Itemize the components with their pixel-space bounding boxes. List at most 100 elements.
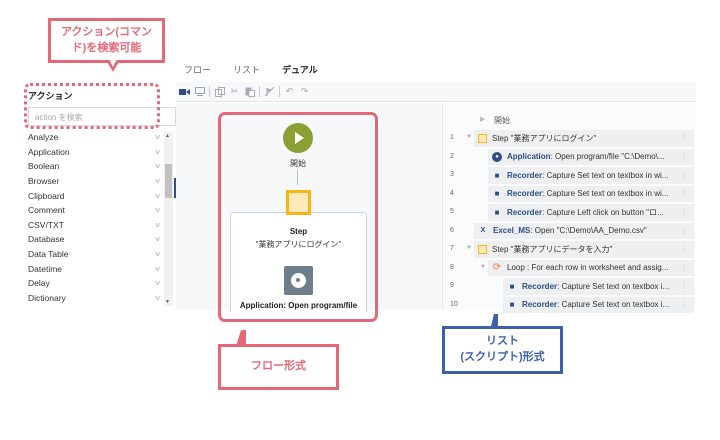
disable-icon[interactable] bbox=[264, 86, 275, 97]
more-options-icon[interactable]: ⋮ bbox=[680, 133, 688, 142]
line-number: 7 bbox=[450, 245, 454, 252]
category-dictionary[interactable]: Dictionary∨ bbox=[20, 291, 166, 306]
record-icon[interactable] bbox=[179, 86, 190, 97]
callout-flow-label: フロー形式 bbox=[251, 360, 306, 373]
more-options-icon[interactable]: ⋮ bbox=[680, 170, 688, 179]
list-row[interactable]: 2 ●Application: Open program/file "C:\De… bbox=[442, 148, 696, 167]
recorder-camera-icon: ■ bbox=[494, 207, 500, 217]
list-row[interactable]: 3 ■Recorder: Capture Set text on textbox… bbox=[442, 166, 696, 185]
excel-icon: X bbox=[480, 227, 486, 235]
actions-panel-title: アクション bbox=[28, 91, 73, 101]
scroll-down-arrow-icon[interactable]: ▼ bbox=[165, 299, 170, 305]
list-row[interactable]: 10 ■Recorder: Capture Set text on textbo… bbox=[442, 296, 696, 315]
category-label: Data Table bbox=[28, 249, 69, 260]
row-action-name: Recorder bbox=[522, 281, 558, 291]
category-comment[interactable]: Comment ∨ bbox=[20, 203, 166, 218]
category-label: Analyze bbox=[28, 132, 59, 143]
more-options-icon[interactable]: ⋮ bbox=[680, 188, 688, 198]
row-action-name: Application bbox=[507, 152, 551, 162]
screen-icon[interactable] bbox=[194, 86, 205, 97]
collapse-caret-icon[interactable]: ▼ bbox=[480, 263, 486, 270]
row-action-name: Recorder bbox=[507, 189, 543, 199]
tab-dual[interactable]: デュアル bbox=[270, 59, 334, 84]
callout-flow-tail bbox=[236, 330, 246, 346]
chevron-down-icon: ∨ bbox=[153, 265, 162, 273]
chevron-down-icon: ∨ bbox=[153, 178, 162, 186]
more-options-icon[interactable]: ⋮ bbox=[680, 225, 688, 235]
step-icon bbox=[478, 244, 487, 254]
scrollbar-thumb[interactable] bbox=[165, 164, 172, 198]
more-options-icon[interactable]: ⋮ bbox=[680, 299, 688, 309]
flow-step-card[interactable] bbox=[230, 212, 367, 312]
application-disc-icon[interactable] bbox=[284, 266, 313, 295]
chevron-down-icon: ∨ bbox=[153, 294, 162, 302]
callout-flow-format: フロー形式 bbox=[218, 344, 339, 390]
callout-list-tail bbox=[490, 314, 498, 330]
row-action-name: Excel_MS bbox=[493, 226, 531, 236]
flow-step-name: "業務アプリにログイン" bbox=[255, 240, 342, 249]
tab-list[interactable]: リスト bbox=[233, 65, 261, 75]
more-options-icon[interactable]: ⋮ bbox=[680, 244, 688, 253]
chevron-down-icon: ∨ bbox=[153, 207, 162, 215]
step-icon[interactable] bbox=[286, 190, 311, 215]
category-label: Datetime bbox=[28, 263, 63, 274]
line-number: 4 bbox=[450, 189, 454, 197]
list-row[interactable]: 9 ■Recorder: Capture Set text on textbox… bbox=[442, 277, 696, 296]
collapse-caret-icon[interactable]: ▼ bbox=[466, 134, 472, 140]
row-text: : Capture Set text on textbox in wi... bbox=[542, 189, 669, 199]
start-play-icon[interactable] bbox=[283, 123, 313, 153]
callout-search-tail-inner bbox=[109, 59, 117, 67]
category-application[interactable]: Application∨ bbox=[20, 145, 166, 160]
play-triangle-icon: ▶ bbox=[480, 116, 486, 123]
callout-search-line2: ド)を検索可能 bbox=[71, 41, 142, 54]
line-number: 6 bbox=[450, 226, 454, 234]
actions-scrollbar[interactable]: ▲ ▼ bbox=[164, 132, 173, 306]
panel-splitter-handle[interactable] bbox=[174, 178, 176, 198]
chevron-down-icon: ∨ bbox=[153, 251, 162, 259]
category-delay[interactable]: Delay∨ bbox=[20, 276, 166, 291]
category-label: Application bbox=[28, 146, 70, 157]
list-start-row[interactable]: ▶ 開始 bbox=[442, 111, 696, 130]
redo-icon[interactable]: ↷ bbox=[300, 86, 309, 96]
category-csv-txt[interactable]: CSV/TXT∨ bbox=[20, 218, 166, 233]
chevron-down-icon: ∨ bbox=[153, 134, 162, 142]
list-row[interactable]: 8 ▼ ⟳Loop : For each row in worksheet an… bbox=[442, 259, 696, 278]
category-clipboard[interactable]: Clipboard∨ bbox=[20, 188, 166, 203]
category-label: Comment bbox=[28, 205, 65, 216]
more-options-icon[interactable]: ⋮ bbox=[680, 281, 688, 290]
category-analyze[interactable]: Analyze ∨ bbox=[20, 130, 166, 145]
category-boolean[interactable]: Boolean∨ bbox=[20, 159, 166, 174]
toolbar-separator bbox=[209, 86, 210, 97]
action-search-input[interactable]: action を検索 bbox=[28, 107, 176, 126]
list-row[interactable]: 7 ▼ Step "業務アプリにデータを入力" ⋮ bbox=[442, 240, 696, 259]
more-options-icon[interactable]: ⋮ bbox=[680, 151, 688, 161]
recorder-camera-icon: ■ bbox=[509, 281, 515, 291]
tab-flow[interactable]: フロー bbox=[184, 65, 212, 75]
view-tabs: フロー リスト デュアル bbox=[176, 59, 334, 84]
list-row[interactable]: 5 ■Recorder: Capture Left click on butto… bbox=[442, 203, 696, 222]
more-options-icon[interactable]: ⋮ bbox=[680, 207, 688, 216]
action-category-list: Analyze∨ Application∨ Boolean∨ Browser∨ … bbox=[20, 130, 166, 305]
category-datetime[interactable]: Datetime ∨ bbox=[20, 261, 166, 276]
collapse-caret-icon[interactable]: ▼ bbox=[466, 245, 472, 251]
flow-connector-line bbox=[297, 170, 298, 185]
list-row[interactable]: 4 ■ Recorder: Capture Set text on textbox… bbox=[442, 185, 696, 204]
paste-icon[interactable] bbox=[244, 86, 255, 97]
copy-icon[interactable] bbox=[214, 86, 225, 97]
cut-icon[interactable]: ✂ bbox=[230, 86, 239, 96]
category-browser[interactable]: Browser∨ bbox=[20, 174, 166, 189]
more-options-icon[interactable]: ⋮ bbox=[680, 262, 688, 272]
recorder-camera-icon: ■ bbox=[494, 189, 500, 199]
scroll-up-arrow-icon[interactable]: ▲ bbox=[165, 133, 170, 139]
line-number: 2 bbox=[450, 152, 454, 160]
step-icon bbox=[478, 133, 487, 143]
chevron-down-icon: ∨ bbox=[153, 192, 162, 200]
chevron-down-icon: ∨ bbox=[153, 280, 162, 288]
category-database[interactable]: Database∨ bbox=[20, 232, 166, 247]
chevron-down-icon: ∨ bbox=[153, 221, 162, 229]
undo-icon[interactable]: ↶ bbox=[285, 86, 294, 96]
category-data-table[interactable]: Data Table ∨ bbox=[20, 247, 166, 262]
list-row[interactable]: 1 ▼ Step "業務アプリにログイン" ⋮ bbox=[442, 129, 696, 148]
line-number: 5 bbox=[450, 208, 454, 215]
